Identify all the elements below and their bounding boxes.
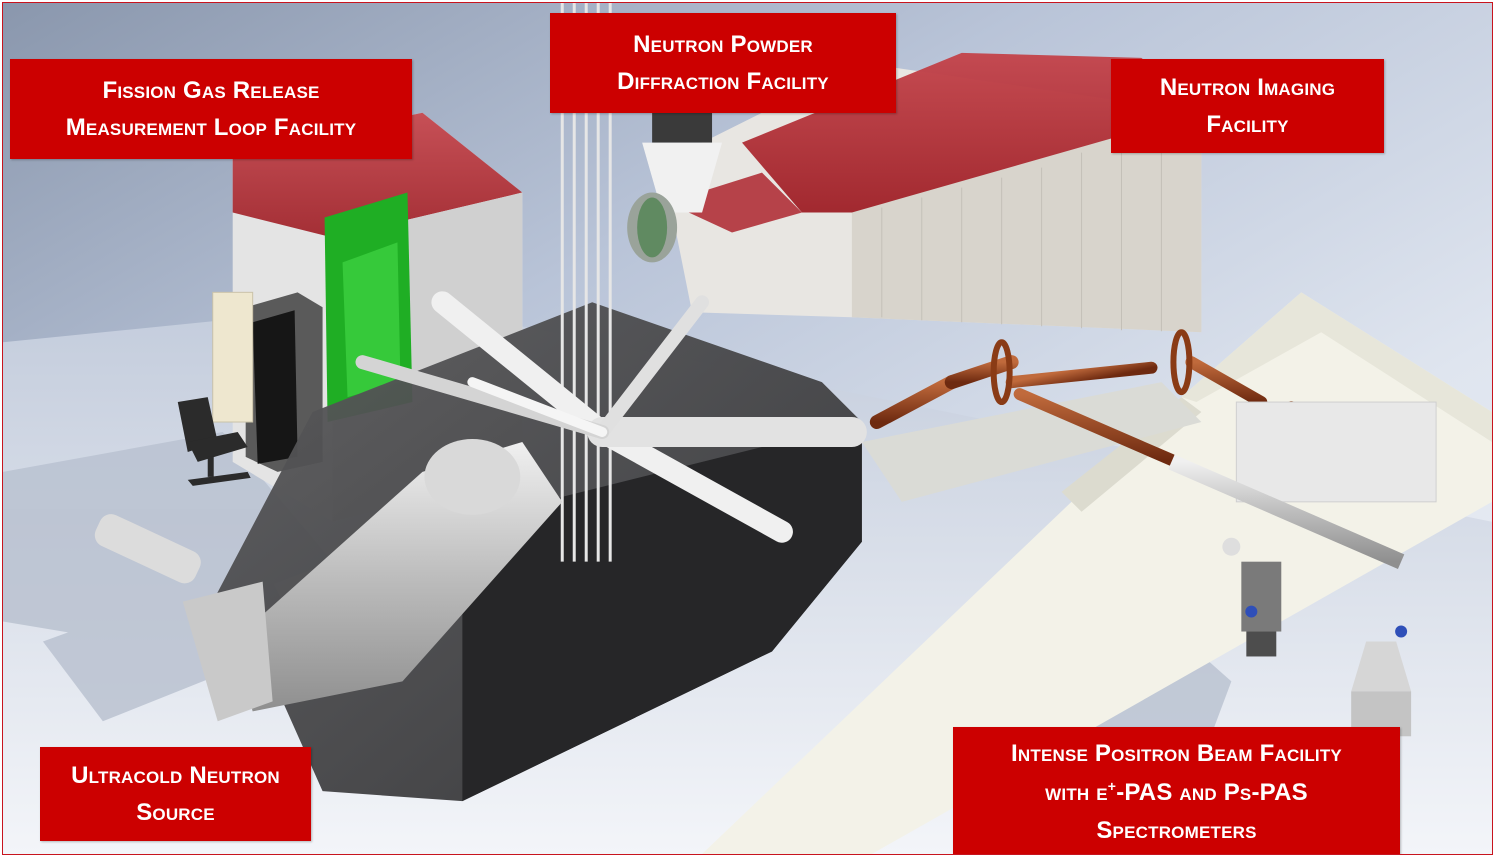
label-fission-gas-release-facility: Fission Gas Release Measurement Loop Fac… bbox=[10, 59, 412, 159]
label-neutron-powder-diffraction-facility: Neutron Powder Diffraction Facility bbox=[550, 13, 896, 113]
positron-spectrometers bbox=[1168, 401, 1437, 737]
label-line: Spectrometers bbox=[1096, 817, 1257, 845]
label-line: Measurement Loop Facility bbox=[65, 114, 357, 141]
beam-tubes bbox=[355, 291, 867, 543]
label-line: Source bbox=[136, 799, 215, 826]
label-line: Fission Gas Release bbox=[102, 76, 320, 104]
ultracold-neutron-cryostat bbox=[94, 438, 563, 722]
superscript-plus: + bbox=[1107, 777, 1117, 794]
label-line: Neutron Powder bbox=[633, 30, 813, 58]
label-fragment: -PAS and Ps-PAS bbox=[1116, 778, 1308, 806]
label-neutron-imaging-facility: Neutron Imaging Facility bbox=[1111, 59, 1384, 153]
office-chair bbox=[177, 397, 251, 486]
label-line: Intense Positron Beam Facility bbox=[1011, 740, 1342, 768]
label-line: Ultracold Neutron bbox=[71, 761, 280, 789]
label-line: Diffraction Facility bbox=[617, 68, 829, 95]
label-ultracold-neutron-source: Ultracold Neutron Source bbox=[40, 747, 311, 841]
label-intense-positron-beam-facility: Intense Positron Beam Facility with e+-P… bbox=[953, 727, 1400, 854]
label-line: with e+-PAS and Ps-PAS bbox=[1045, 774, 1308, 812]
label-fragment: with e bbox=[1045, 778, 1108, 806]
label-line: Neutron Imaging bbox=[1159, 73, 1336, 101]
label-line: Facility bbox=[1206, 111, 1289, 138]
